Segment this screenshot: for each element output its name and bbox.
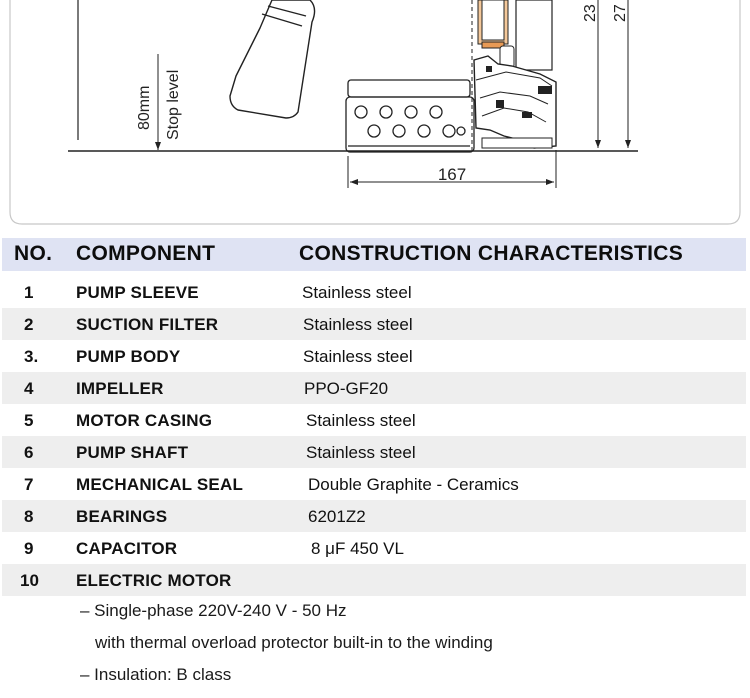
motor-note-power: – Single-phase 220V-240 V - 50 Hz [80, 601, 347, 620]
width-dimension-label: 167 [438, 165, 466, 184]
row-number: 2 [24, 315, 34, 334]
motor-note-insulation: – Insulation: B class [80, 665, 232, 684]
row-number: 4 [24, 379, 34, 398]
table-row: 5 MOTOR CASING Stainless steel [2, 404, 746, 436]
row-characteristics: 6201Z2 [308, 507, 366, 526]
row-characteristics: Stainless steel [303, 347, 413, 366]
row-characteristics: Double Graphite - Ceramics [308, 475, 519, 494]
row-component: ELECTRIC MOTOR [76, 571, 232, 590]
header-characteristics: CONSTRUCTION CHARACTERISTICS [299, 242, 684, 265]
table-row: 4 IMPELLER PPO-GF20 [2, 372, 746, 404]
pump-dimension-drawing: 80mm Stop level 167 [9, 0, 741, 225]
row-characteristics: Stainless steel [306, 411, 416, 430]
table-row: 6 PUMP SHAFT Stainless steel [2, 436, 746, 468]
pump-section-view [473, 0, 557, 149]
table-row: 8 BEARINGS 6201Z2 [2, 500, 746, 532]
row-component: PUMP SLEEVE [76, 283, 199, 302]
header-no: NO. [14, 242, 53, 265]
pump-base-outline [345, 79, 475, 153]
row-component: MECHANICAL SEAL [76, 475, 244, 494]
table-row: 3. PUMP BODY Stainless steel [2, 340, 746, 372]
row-characteristics: Stainless steel [303, 315, 413, 334]
row-component: BEARINGS [76, 507, 168, 526]
row-number: 7 [24, 475, 34, 494]
row-characteristics: 8 μF 450 VL [311, 539, 404, 558]
table-row: 2 SUCTION FILTER Stainless steel [2, 308, 746, 340]
height-dimension-label-1: 23 [582, 4, 599, 22]
row-component: PUMP BODY [76, 347, 181, 366]
row-component: SUCTION FILTER [76, 315, 219, 334]
table-header: NO. COMPONENT CONSTRUCTION CHARACTERISTI… [2, 238, 746, 271]
row-characteristics: Stainless steel [302, 283, 412, 302]
float-switch-icon [229, 0, 316, 119]
table-row: 10 ELECTRIC MOTOR [2, 564, 746, 596]
row-number: 10 [20, 571, 39, 590]
row-number: 6 [24, 443, 34, 462]
row-number: 8 [24, 507, 34, 526]
stop-level-label: Stop level [165, 70, 182, 140]
table-row: 7 MECHANICAL SEAL Double Graphite - Cera… [2, 468, 746, 500]
height-dimension-label-2: 27 [612, 4, 629, 22]
stop-height-label: 80mm [136, 86, 153, 130]
row-number: 5 [24, 411, 34, 430]
table-row: 9 CAPACITOR 8 μF 450 VL [2, 532, 746, 564]
filter-holes [354, 105, 466, 138]
row-number: 9 [24, 539, 34, 558]
row-component: CAPACITOR [76, 539, 178, 558]
row-characteristics: Stainless steel [306, 443, 416, 462]
header-component: COMPONENT [76, 242, 216, 265]
row-component: MOTOR CASING [76, 411, 213, 430]
row-number: 1 [24, 283, 34, 302]
row-number: 3. [24, 347, 39, 366]
row-component: IMPELLER [76, 379, 164, 398]
row-component: PUMP SHAFT [76, 443, 189, 462]
motor-note-protector: with thermal overload protector built-in… [95, 633, 493, 652]
table-row: 1 PUMP SLEEVE Stainless steel [2, 276, 746, 308]
row-characteristics: PPO-GF20 [304, 379, 389, 398]
